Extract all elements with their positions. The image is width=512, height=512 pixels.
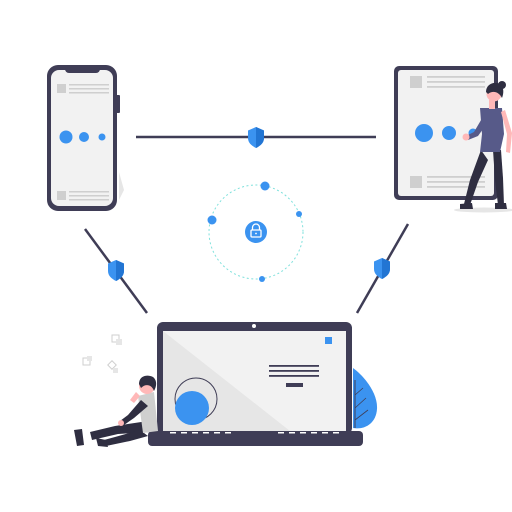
laptop-camera [252, 324, 256, 328]
placeholder-row [410, 176, 485, 188]
shield-icon [248, 127, 264, 148]
loading-dots [59, 130, 106, 144]
connector-lines [83, 135, 410, 314]
shield-icon [374, 258, 390, 279]
tablet-device [394, 66, 498, 200]
laptop-device [148, 322, 363, 446]
orbit-dot [296, 211, 302, 217]
floating-shapes [82, 334, 122, 373]
placeholder-row [57, 84, 109, 94]
laptop-keys [170, 432, 339, 434]
placeholder-row [410, 76, 485, 88]
placeholder-row [57, 191, 109, 201]
laptop-base [148, 431, 363, 446]
phone-notch [65, 65, 100, 73]
sitting-person [74, 375, 158, 447]
standing-person [454, 81, 512, 213]
leaf-decoration [353, 368, 378, 429]
orbit-ring [208, 184, 304, 280]
center-orbit [207, 181, 304, 282]
lock-icon [245, 221, 267, 243]
orbit-dot [260, 181, 270, 191]
shield-icon [108, 260, 124, 281]
laptop-screen-content [174, 337, 332, 425]
orbit-dot [207, 215, 217, 225]
orbit-dot [259, 276, 265, 282]
phone-device [47, 65, 124, 211]
